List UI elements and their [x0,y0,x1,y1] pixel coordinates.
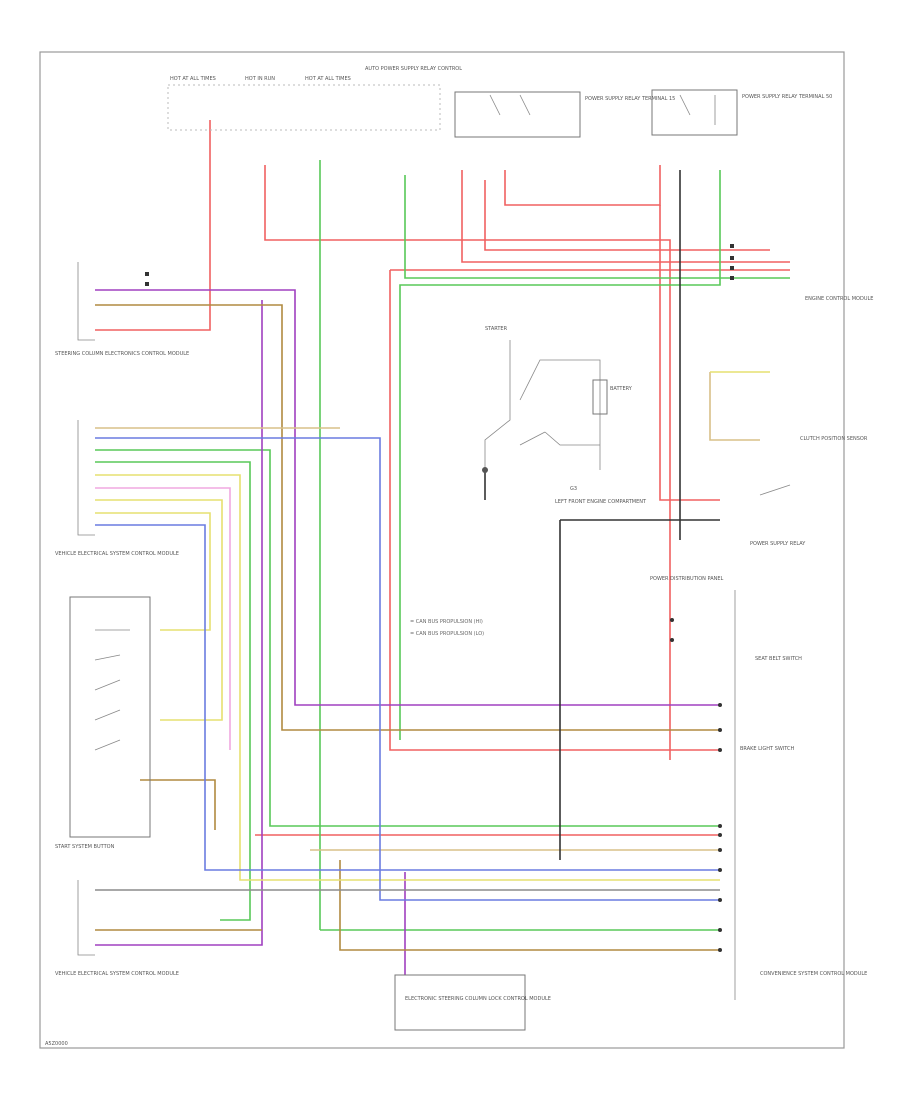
battery-symbol [592,379,608,415]
wire-red [264,165,671,760]
wire-brown [339,860,720,951]
diagram-border [39,51,845,1049]
top-supply-3-label: HOT AT ALL TIMES [305,76,351,82]
wire-tan [709,372,760,441]
wire-green [95,461,251,921]
fuse-box-outline [167,84,441,131]
start-switch [94,629,130,751]
wire-pink [95,487,231,750]
figure-id: A5Z0000 [45,1041,68,1047]
start-button-label: START SYSTEM BUTTON [55,844,115,850]
wire-black [484,340,511,470]
fuse-box-label: POWER DISTRIBUTION PANEL [650,576,724,582]
wire-yellow [95,499,223,721]
legend-line-2: = CAN BUS PROPULSION (LO) [410,631,484,637]
wire-black [519,359,601,401]
wire-violet [95,289,720,706]
wire-red [659,205,720,501]
clutch-label: CLUTCH POSITION SENSOR [800,436,868,442]
wire-red [389,270,720,751]
wire-blue [95,437,720,901]
brake-switch-label: BRAKE LIGHT SWITCH [740,746,795,752]
power-supply-right-label: POWER SUPPLY RELAY [750,541,806,547]
legend-line-1: = CAN BUS PROPULSION (HI) [410,619,483,625]
right-lower-label: CONVENIENCE SYSTEM CONTROL MODULE [760,971,867,977]
left-lower-module [77,880,95,956]
seat-belt-label: SEAT BELT SWITCH [755,656,802,662]
wire-violet [95,300,263,946]
top-supply-4-label: AUTO POWER SUPPLY RELAY CONTROL [365,66,462,72]
engine-ctrl-label: ENGINE CONTROL MODULE [805,296,873,302]
wire-red [461,170,790,263]
ground-note: LEFT FRONT ENGINE COMPARTMENT [555,499,647,505]
left-upper-label: STEERING COLUMN ELECTRONICS CONTROL MODU… [55,351,189,357]
starter-label: STARTER [485,326,508,332]
bottom-module-label: ELECTRONIC STEERING COLUMN LOCK CONTROL … [405,996,551,1002]
relay-2-label: POWER SUPPLY RELAY TERMINAL 50 [742,94,832,100]
left-lower-label: VEHICLE ELECTRICAL SYSTEM CONTROL MODULE [55,971,179,977]
wire-green [399,170,721,740]
clutch-switch [759,484,791,496]
relay-1-box [454,91,581,138]
bottom-module-box [394,974,526,1031]
starter-switch [519,431,600,446]
left-upper-module [77,262,95,341]
wire-red [484,180,770,251]
wire-brown [95,304,720,731]
ground-label: G3 [570,486,577,492]
start-button-box [69,596,151,838]
left-mid-label: VEHICLE ELECTRICAL SYSTEM CONTROL MODULE [55,551,179,557]
wire-yellow [95,474,720,881]
wire-green [95,449,720,827]
ground-symbol [482,467,488,473]
wire-brown [140,779,216,830]
relay-1-contact [489,94,531,116]
wire-blue [95,524,720,871]
connector-marks [145,244,734,952]
wire-red [504,165,661,206]
relay-2-box [651,89,738,136]
left-mid-module [77,420,95,536]
top-supply-2-label: HOT IN RUN [245,76,275,82]
top-supply-1-label: HOT AT ALL TIMES [170,76,216,82]
relay-1-label: POWER SUPPLY RELAY TERMINAL 15 [585,96,675,102]
battery-label: BATTERY [610,386,633,392]
wire-red [95,120,211,331]
wire-yellow [95,512,211,631]
relay-2-contact [679,94,716,125]
wire-green [404,175,790,279]
